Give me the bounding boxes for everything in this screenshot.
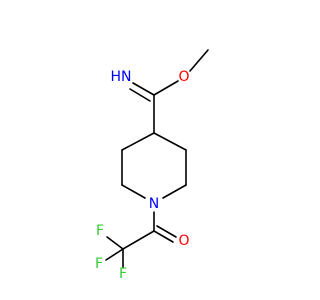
bond-c-f-top [106,236,124,250]
carbonyl-oxygen-label: O [178,233,189,249]
ester-oxygen-label: O [178,69,189,85]
bond-methyl-o [189,49,209,72]
bonds [105,49,209,268]
piperidine-nitrogen-label: N [149,196,159,212]
bond-c-o-double-b [156,225,177,238]
imine-nh-label: HN [111,69,132,85]
fluorine-left-label: F [95,256,103,272]
bond-ring-1 [121,132,155,151]
bond-ring-4 [162,184,187,199]
bond-o-c [153,80,179,96]
bond-carbonyl-cf3 [122,230,155,250]
molecule-structure: HN O N O F F F [95,49,209,282]
bond-c-n-double-a [132,82,155,96]
fluorine-bottom-label: F [119,266,127,282]
bond-ring-6 [153,132,187,151]
bond-ring-3 [121,184,146,199]
fluorine-top-label: F [96,223,104,239]
bond-c-f-left [105,248,124,261]
bond-c-o-double-a [153,230,174,243]
atom-labels: HN O N O F F F [95,69,190,282]
bond-c-n-double-b [129,88,151,102]
